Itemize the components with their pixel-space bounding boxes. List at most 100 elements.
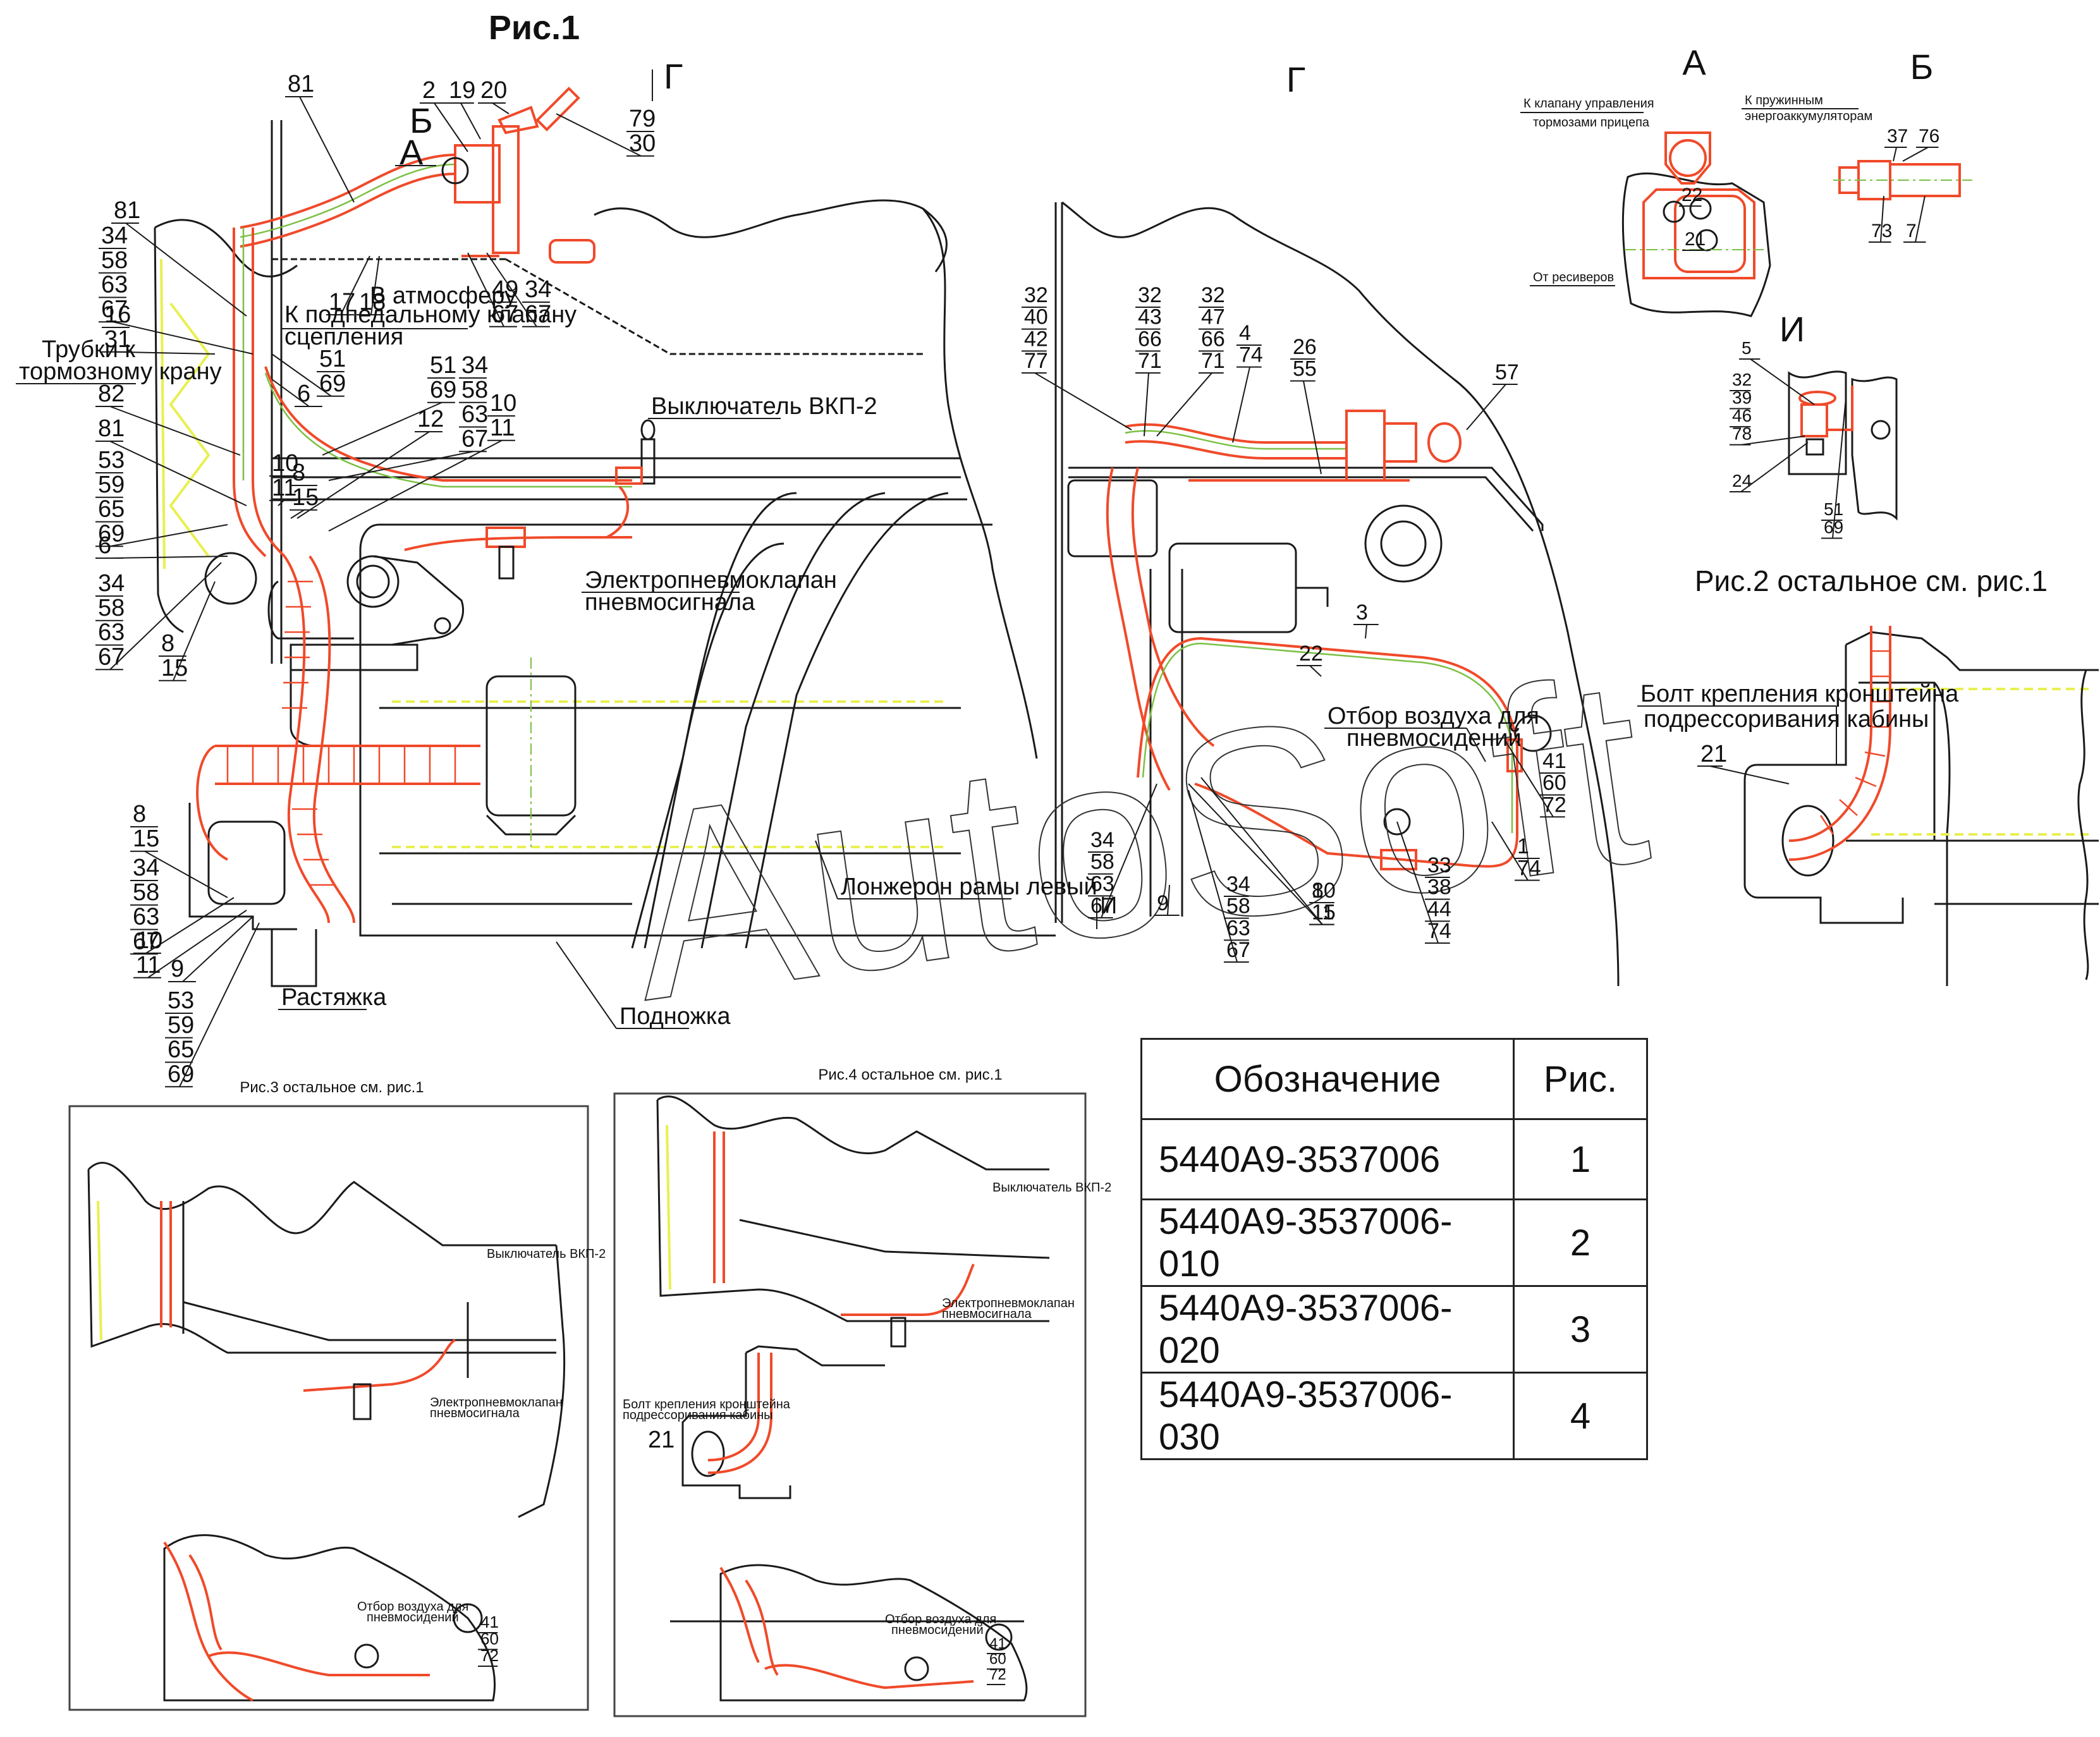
callout-g3-0: 3 [1356, 600, 1368, 625]
callout-g41-0: 41 [1542, 749, 1566, 773]
callout-g32c-3: 71 [1201, 349, 1225, 373]
figure-2-title: Рис.2 остальное см. рис.1 [1695, 564, 2048, 597]
callout-g8-1: 15 [1312, 901, 1336, 925]
callout-c79-0: 79 [629, 106, 656, 132]
callout-c51a-0: 51 [319, 346, 346, 372]
callout-g26-1: 55 [1293, 357, 1317, 381]
callout-g32c-2: 66 [1201, 327, 1225, 351]
callout-leader [328, 439, 503, 532]
callout-g57-0: 57 [1495, 360, 1519, 384]
callout-c34e-1: 58 [133, 879, 159, 906]
callout-c2-0: 2 [422, 77, 436, 104]
fig3-note-seat-air-line1: Отбор воздуха для [357, 1600, 468, 1614]
figure-4-title: Рис.4 остальное см. рис.1 [818, 1066, 1002, 1083]
callout-g32b-2: 66 [1138, 327, 1162, 351]
callout-leader [434, 102, 468, 152]
callout-a22-0: 22 [1682, 185, 1702, 205]
header-figure: Рис. [1513, 1038, 1648, 1120]
table-header-row: Обозначение Рис. [1140, 1038, 1648, 1120]
note-seat-air-line2: пневмосидений [1346, 725, 1522, 752]
callout-leader [492, 102, 510, 114]
callout-i32-1: 39 [1732, 388, 1752, 408]
callout-leader [116, 351, 216, 355]
callout-c10b-0: 10 [272, 450, 298, 477]
callout-c53b-0: 53 [168, 987, 194, 1014]
callout-leader [1832, 398, 1847, 539]
callout-i51-0: 51 [1824, 499, 1843, 519]
callout-c53a-2: 65 [98, 496, 125, 523]
callout-f3c-1: 60 [480, 1630, 499, 1649]
callout-c53b-1: 59 [168, 1012, 194, 1039]
leader-line [1466, 728, 1486, 762]
callout-c10c-0: 10 [136, 927, 162, 954]
callout-g32b-3: 71 [1138, 349, 1162, 373]
table-row: 5440A9-3537006-010 2 [1140, 1198, 1648, 1287]
table-row: 5440A9-3537006-030 4 [1140, 1372, 1648, 1460]
callout-leader [1167, 884, 1170, 916]
callout-g41-1: 60 [1542, 771, 1566, 795]
note-vkp2-switch: Выключатель ВКП-2 [651, 393, 877, 420]
callout-leader [271, 353, 332, 397]
callout-leader [1915, 195, 1926, 243]
callout-leader [113, 321, 253, 355]
callout-b37-0: 37 [1887, 126, 1908, 147]
callout-g32a-1: 40 [1024, 305, 1048, 329]
callout-g4-0: 4 [1239, 321, 1251, 345]
note-seat-air-line1: Отбор воздуха для [1328, 703, 1539, 729]
figure-1-title: Рис.1 [489, 9, 580, 47]
callout-g32a-0: 32 [1024, 283, 1048, 307]
fig4-note-seat-air-line1: Отбор воздуха для [885, 1612, 996, 1626]
callout-b76-0: 76 [1919, 126, 1939, 147]
note-clutch-valve-line1: К подпедальному клапану [284, 302, 577, 328]
callout-leader [1893, 147, 1897, 162]
callout-i5-0: 5 [1742, 338, 1752, 358]
callout-leader [1902, 147, 1929, 162]
callout-g33-1: 38 [1427, 875, 1451, 899]
callout-leader [1466, 384, 1506, 430]
cell-designation: 5440A9-3537006 [1140, 1118, 1515, 1200]
note-brake-tubes-line1: Трубки к [42, 336, 135, 363]
callout-leader [299, 96, 355, 203]
callout-c34d-2: 63 [98, 619, 125, 646]
callout-g34a-0: 34 [1090, 828, 1114, 852]
table-row: 5440A9-3537006-020 3 [1140, 1285, 1648, 1374]
fig4-geometry [613, 1092, 1087, 1717]
note-trailer-valve-line1: К клапану управления [1523, 97, 1654, 111]
callout-leader [290, 509, 305, 519]
callout-c34d-3: 67 [98, 643, 125, 670]
callout-leader [322, 401, 443, 456]
fig3-geometry [68, 1105, 589, 1711]
note-trailer-valve-line2: тормозами прицепа [1533, 116, 1650, 130]
callout-c53a-3: 69 [98, 520, 125, 547]
callout-leader [1101, 783, 1157, 918]
note-brake-tubes-line2: тормозному крану [19, 358, 222, 385]
note-clutch-valve-line2: сцепления [284, 324, 403, 350]
callout-c51b-1: 69 [430, 377, 456, 403]
callout-leader [296, 431, 430, 519]
callout-leader [1200, 777, 1323, 925]
callout-g41-2: 72 [1542, 793, 1566, 817]
callout-c34c-1: 58 [461, 377, 488, 403]
callout-f3c-2: 72 [480, 1646, 499, 1665]
callout-leader [1309, 665, 1322, 677]
callout-leader [278, 500, 284, 506]
callout-leader [340, 255, 370, 315]
callout-leader [109, 441, 247, 506]
callout-i32-3: 78 [1732, 424, 1752, 444]
callout-c53a-0: 53 [98, 447, 125, 473]
callout-g32a-2: 42 [1024, 327, 1048, 351]
callout-g34b-0: 34 [1226, 872, 1250, 896]
callout-c34e-2: 63 [133, 904, 159, 930]
fig2-geometry [1743, 626, 2099, 986]
note-atmosphere: В атмосферу [370, 283, 516, 309]
callout-c8b-0: 8 [161, 630, 174, 657]
fig3-note-solenoid-line2: пневмосигнала [430, 1406, 520, 1420]
callout-c53b-2: 65 [168, 1037, 194, 1063]
callout-c6b-0: 6 [98, 532, 111, 559]
callout-g1-0: 1 [1517, 834, 1529, 858]
callout-c34c-3: 67 [461, 425, 488, 452]
callout-c12-0: 12 [417, 406, 444, 432]
cell-designation: 5440A9-3537006-010 [1140, 1198, 1515, 1287]
callout-c8c-1: 15 [133, 826, 159, 852]
